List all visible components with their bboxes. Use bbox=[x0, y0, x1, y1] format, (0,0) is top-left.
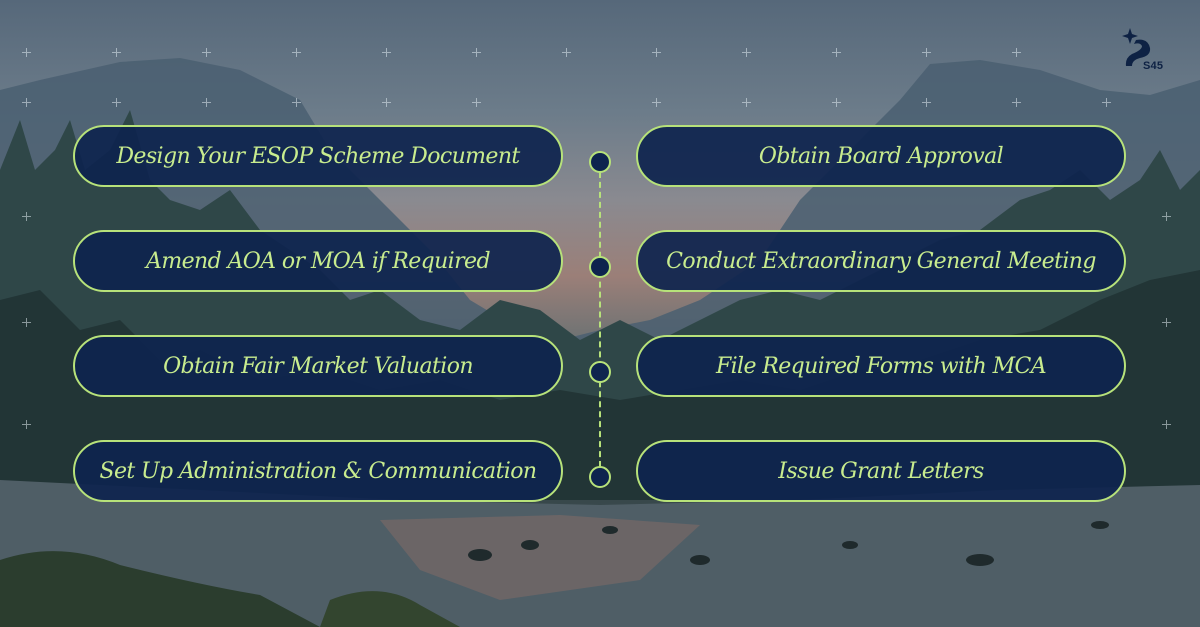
plus-pattern-mark bbox=[922, 98, 931, 107]
plus-pattern-mark bbox=[472, 48, 481, 57]
plus-pattern-mark bbox=[742, 98, 751, 107]
plus-pattern-mark bbox=[112, 48, 121, 57]
plus-pattern-mark bbox=[1012, 48, 1021, 57]
step-amend-aoa-moa: Amend AOA or MOA if Required bbox=[73, 230, 563, 292]
plus-pattern-mark bbox=[1162, 420, 1171, 429]
step-label: Obtain Board Approval bbox=[758, 143, 1004, 169]
plus-pattern-mark bbox=[22, 420, 31, 429]
timeline-dot bbox=[589, 151, 611, 173]
step-label: Issue Grant Letters bbox=[778, 458, 984, 484]
plus-pattern-mark bbox=[742, 48, 751, 57]
plus-pattern-mark bbox=[1012, 98, 1021, 107]
step-issue-grant-letters: Issue Grant Letters bbox=[636, 440, 1126, 502]
plus-pattern-mark bbox=[1162, 318, 1171, 327]
plus-pattern-mark bbox=[652, 48, 661, 57]
plus-pattern-mark bbox=[202, 48, 211, 57]
plus-pattern-mark bbox=[922, 48, 931, 57]
plus-pattern-mark bbox=[382, 48, 391, 57]
plus-pattern-mark bbox=[832, 98, 841, 107]
plus-pattern-mark bbox=[112, 98, 121, 107]
step-file-forms-mca: File Required Forms with MCA bbox=[636, 335, 1126, 397]
plus-pattern-mark bbox=[472, 98, 481, 107]
plus-pattern-mark bbox=[202, 98, 211, 107]
step-label: File Required Forms with MCA bbox=[715, 353, 1047, 379]
plus-pattern-mark bbox=[292, 48, 301, 57]
step-label: Conduct Extraordinary General Meeting bbox=[666, 248, 1096, 274]
plus-pattern-mark bbox=[22, 98, 31, 107]
plus-pattern-mark bbox=[562, 48, 571, 57]
step-label: Obtain Fair Market Valuation bbox=[163, 353, 473, 379]
step-board-approval: Obtain Board Approval bbox=[636, 125, 1126, 187]
plus-pattern-mark bbox=[652, 98, 661, 107]
step-design-esop-scheme: Design Your ESOP Scheme Document bbox=[73, 125, 563, 187]
step-administration-communication: Set Up Administration & Communication bbox=[73, 440, 563, 502]
step-label: Set Up Administration & Communication bbox=[99, 458, 538, 484]
step-label: Amend AOA or MOA if Required bbox=[146, 248, 490, 274]
plus-pattern-mark bbox=[22, 212, 31, 221]
plus-pattern-mark bbox=[1162, 212, 1171, 221]
plus-pattern-mark bbox=[832, 48, 841, 57]
plus-pattern-mark bbox=[22, 318, 31, 327]
plus-pattern-mark bbox=[22, 48, 31, 57]
step-fair-market-valuation: Obtain Fair Market Valuation bbox=[73, 335, 563, 397]
step-label: Design Your ESOP Scheme Document bbox=[116, 143, 520, 169]
logo-wordmark: S45 bbox=[1143, 60, 1164, 72]
timeline-connector bbox=[599, 162, 601, 477]
plus-pattern-mark bbox=[292, 98, 301, 107]
s45-logo-icon bbox=[1122, 28, 1151, 66]
plus-pattern-mark bbox=[1102, 98, 1111, 107]
plus-pattern-mark bbox=[382, 98, 391, 107]
step-extraordinary-general-meeting: Conduct Extraordinary General Meeting bbox=[636, 230, 1126, 292]
timeline-dot bbox=[589, 361, 611, 383]
timeline-dot bbox=[589, 256, 611, 278]
timeline-dot bbox=[589, 466, 611, 488]
